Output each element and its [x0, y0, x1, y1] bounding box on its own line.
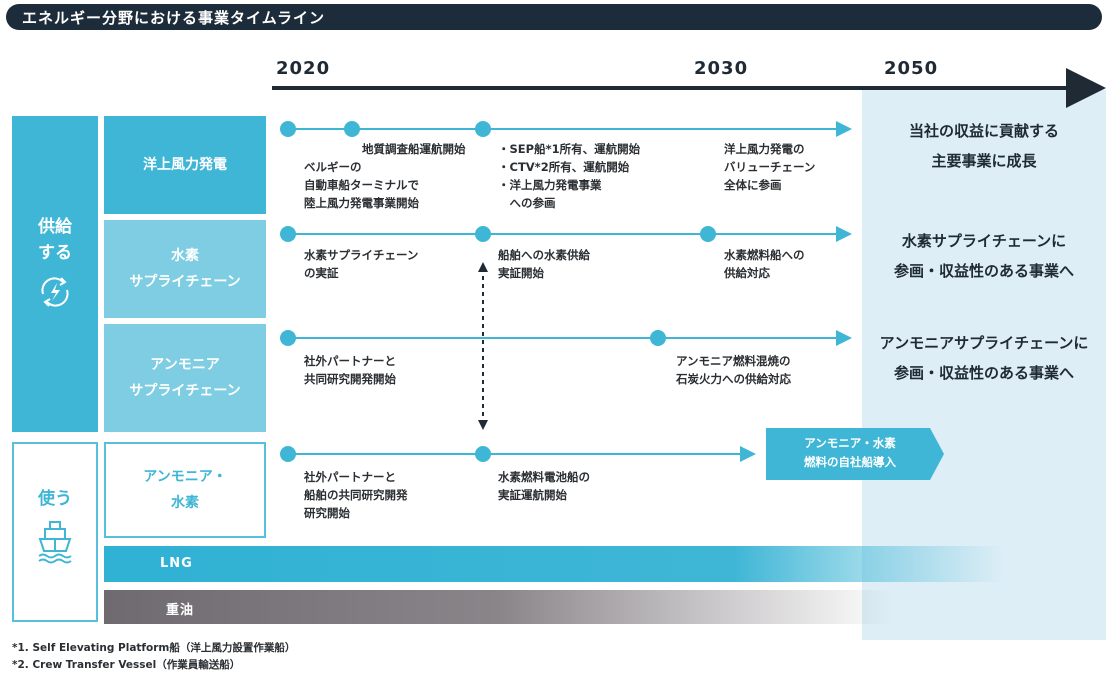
note-ship-joint-research: 社外パートナーと 船舶の共同研究開発 研究開始 [304, 470, 408, 520]
category-label: 洋上風力発電 [143, 157, 227, 173]
dashed-arrow-head-up [478, 262, 488, 272]
goal-ammonia: アンモニアサプライチェーンに 参画・収益性のある事業へ [879, 334, 1089, 382]
supply-label-line1: 供給 [38, 217, 72, 237]
header-bar: エネルギー分野における事業タイムライン [6, 4, 1102, 30]
category-offshore-wind: 洋上風力発電 [104, 116, 266, 214]
ship-icon [38, 521, 72, 564]
goal-offshore-wind: 当社の収益に貢献する 主要事業に成長 [908, 122, 1059, 170]
milestone-dot [475, 226, 491, 242]
lng-bar [104, 546, 1004, 582]
header-title: エネルギー分野における事業タイムライン [22, 8, 325, 27]
note-belgium-wind: ベルギーの 自動車船ターミナルで 陸上風力発電事業開始 [304, 160, 419, 210]
category-label-line1: 水素 [171, 248, 199, 264]
dashed-arrow-head-down [478, 420, 488, 430]
milestone-dot [475, 446, 491, 462]
milestone-dot [280, 446, 296, 462]
note-ammonia-cofiring: アンモニア燃料混焼の 石炭火力への供給対応 [676, 354, 791, 386]
supply-group-box: 供給 する [12, 116, 98, 432]
goal-arrow-shape [766, 428, 944, 480]
note-ship-hydrogen-supply: 船舶への水素供給 実証開始 [498, 248, 590, 280]
heavy-oil-label: 重油 [166, 603, 195, 618]
milestone-dot [700, 226, 716, 242]
category-label-line1: アンモニア [150, 357, 220, 373]
year-2030: 2030 [694, 58, 749, 79]
note-fuel-cell-ship: 水素燃料電池船の 実証運航開始 [498, 470, 590, 502]
note-survey-ship: 地質調査船運航開始 [362, 142, 466, 156]
category-hydrogen-supply-chain: 水素 サプライチェーン [104, 220, 266, 318]
milestone-dot [280, 121, 296, 137]
lng-label: LNG [160, 556, 193, 571]
milestone-dot [344, 121, 360, 137]
category-label-line1: アンモニア・ [143, 469, 227, 485]
footnote-2: *2. Crew Transfer Vessel（作業員輸送船） [12, 659, 241, 671]
note-value-chain: 洋上風力発電の バリューチェーン 全体に参画 [724, 142, 816, 192]
footnote-1: *1. Self Elevating Platform船（洋上風力設置作業船） [12, 642, 296, 654]
use-label: 使う [38, 489, 72, 509]
note-sep-ctv: ・SEP船*1所有、運航開始 ・CTV*2所有、運航開始 ・洋上風力発電事業 へ… [498, 142, 641, 210]
milestone-dot [280, 330, 296, 346]
category-ammonia-hydrogen: アンモニア・ 水素 [104, 442, 266, 538]
goal-hydrogen: 水素サプライチェーンに 参画・収益性のある事業へ [893, 232, 1074, 280]
energy-cycle-icon [41, 277, 69, 307]
category-ammonia-supply-chain: アンモニア サプライチェーン [104, 324, 266, 432]
use-group-box: 使う [12, 442, 98, 622]
milestone-dot [280, 226, 296, 242]
supply-label-line2: する [38, 243, 72, 263]
year-2050: 2050 [884, 58, 939, 79]
category-label-line2: 水素 [170, 495, 199, 511]
note-partner-research: 社外パートナーと 共同研究開発開始 [304, 354, 396, 386]
milestone-dot [475, 121, 491, 137]
year-2020: 2020 [276, 58, 331, 79]
category-label-line2: サプライチェーン [129, 274, 241, 290]
category-label-line2: サプライチェーン [129, 383, 241, 399]
heavy-oil-bar [104, 590, 894, 624]
note-hydrogen-demo: 水素サプライチェーン の実証 [304, 248, 419, 280]
note-hydrogen-fuel-ship: 水素燃料船への 供給対応 [724, 248, 805, 280]
milestone-dot [650, 330, 666, 346]
goal-arrow-text: アンモニア・水素 燃料の自社船導入 [804, 436, 896, 469]
